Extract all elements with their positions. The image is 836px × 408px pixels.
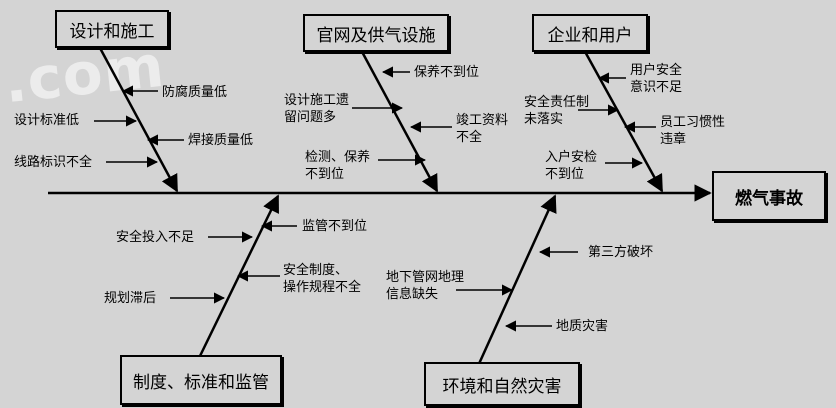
cause-network-3: 检测、保养 不到位 [305,150,371,182]
category-environment: 环境和自然灾害 [424,362,580,406]
cause-regulation-1: 监管不到位 [302,219,368,234]
cause-enterprise-3: 入户安检 不到位 [545,150,598,182]
category-enterprise: 企业和用户 [532,14,648,52]
cause-design-1: 设计标准低 [14,113,80,128]
cause-enterprise-2: 员工习惯性 违章 [660,115,726,147]
category-design: 设计和施工 [55,10,169,48]
effect-box: 燃气事故 [712,171,826,221]
cause-regulation-0: 安全投入不足 [116,230,195,245]
cause-design-0: 防腐质量低 [162,85,228,100]
cause-regulation-3: 规划滞后 [104,291,157,306]
cause-network-0: 保养不到位 [414,65,480,80]
bone-design [98,47,179,193]
bone-enterprise [581,47,664,193]
cause-environment-1: 地下管网地理 信息缺失 [386,270,465,302]
cause-network-1: 设计施工遗 留问题多 [284,93,350,125]
cause-enterprise-1: 安全责任制 未落实 [524,95,590,127]
category-regulation: 制度、标准和监管 [120,355,282,405]
cause-design-2: 焊接质量低 [188,133,254,148]
cause-design-3: 线路标识不全 [14,155,93,170]
cause-regulation-2: 安全制度、 操作规程不全 [283,263,362,295]
cause-environment-0: 第三方破坏 [588,245,654,260]
cause-enterprise-0: 用户安全 意识不足 [630,63,683,95]
cause-network-2: 竣工资料 不全 [456,113,509,145]
bone-environment [476,194,557,367]
cause-environment-2: 地质灾害 [556,319,609,334]
bone-network [358,47,439,193]
category-network: 官网及供气设施 [303,14,449,52]
